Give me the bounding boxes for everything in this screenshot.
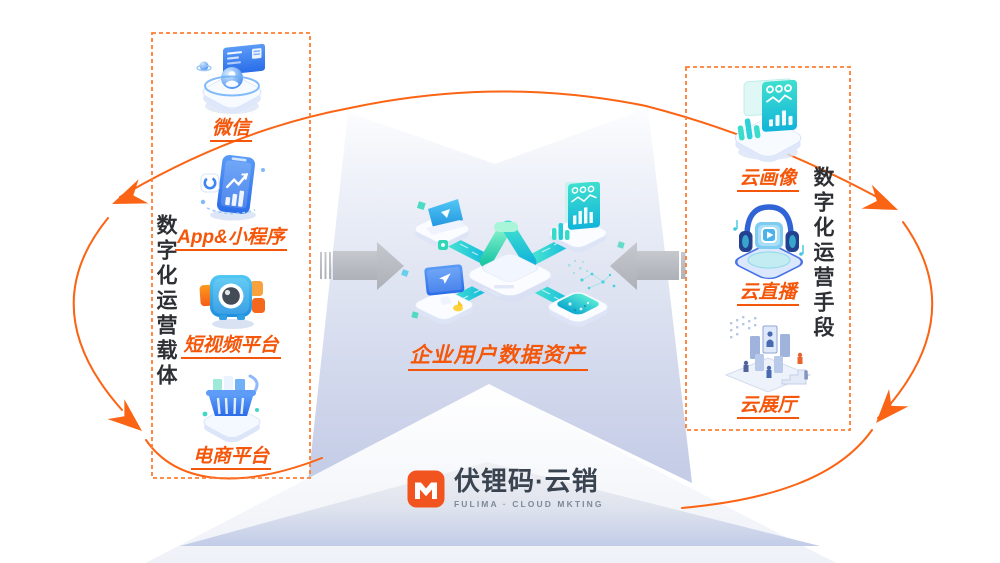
left-group-frame: [151, 32, 311, 479]
dashboard-node: [549, 182, 607, 253]
cloud-exhibition-label: 云展厅: [737, 395, 799, 420]
right-group-frame: [685, 66, 851, 431]
brand-tagline: FULIMA · CLOUD MKTING: [454, 499, 604, 510]
tiny-people: [743, 352, 808, 380]
data-hub-illustration: [401, 182, 625, 327]
brand-name: 伏锂码·云销: [454, 466, 599, 496]
cloud-live-label: 云直播: [737, 282, 799, 307]
data-pool-node: [548, 272, 616, 327]
cloud-portrait-label: 云画像: [737, 168, 799, 193]
brand-m-icon: [407, 470, 445, 508]
left-group-vertical-title: 数字化运营载体: [154, 214, 177, 389]
music-note-icon: [733, 220, 804, 256]
left-item-wechat: 微信: [152, 118, 310, 143]
center-caption-row: 企业用户数据资产: [400, 344, 595, 371]
center-caption: 企业用户数据资产: [407, 344, 588, 371]
short-video-label: 短视频平台: [181, 335, 281, 360]
input-arrow-left: [320, 242, 404, 290]
left-item-ecommerce: 电商平台: [152, 446, 310, 471]
input-arrow-right: [610, 242, 686, 290]
wechat-label: 微信: [209, 118, 252, 143]
ecommerce-label: 电商平台: [190, 446, 271, 471]
wechat-icon: [196, 43, 265, 114]
right-group-vertical-title: 数字化运营手段: [811, 166, 834, 341]
ecommerce-icon: [202, 374, 261, 442]
app-miniprogram-label: App&小程序: [175, 227, 287, 252]
central-hub: [468, 220, 552, 303]
right-item-cloud-portrait: 云画像: [686, 168, 850, 193]
dissolve-pixels: [568, 260, 588, 274]
orange-arrowheads: [107, 179, 909, 431]
monitor-node: [411, 264, 473, 325]
laptop-node: [414, 199, 470, 248]
inner-peak-triangle: [180, 462, 820, 546]
brand-logo: 伏锂码·云销 FULIMA · CLOUD MKTING: [407, 466, 604, 510]
right-item-cloud-live: 云直播: [686, 282, 850, 307]
cloud-portrait-icon: [734, 78, 802, 163]
right-item-cloud-exhibition: 云展厅: [686, 395, 850, 420]
floating-dots: [580, 272, 616, 290]
left-item-app: App&小程序: [152, 227, 310, 252]
cloud-live-icon: [733, 204, 804, 280]
app-miniprogram-icon: [200, 154, 265, 221]
left-item-short-video: 短视频平台: [152, 335, 310, 360]
accent-cubes: [401, 240, 625, 277]
cloud-exhibition-icon: [724, 316, 812, 392]
short-video-icon: [199, 275, 265, 329]
